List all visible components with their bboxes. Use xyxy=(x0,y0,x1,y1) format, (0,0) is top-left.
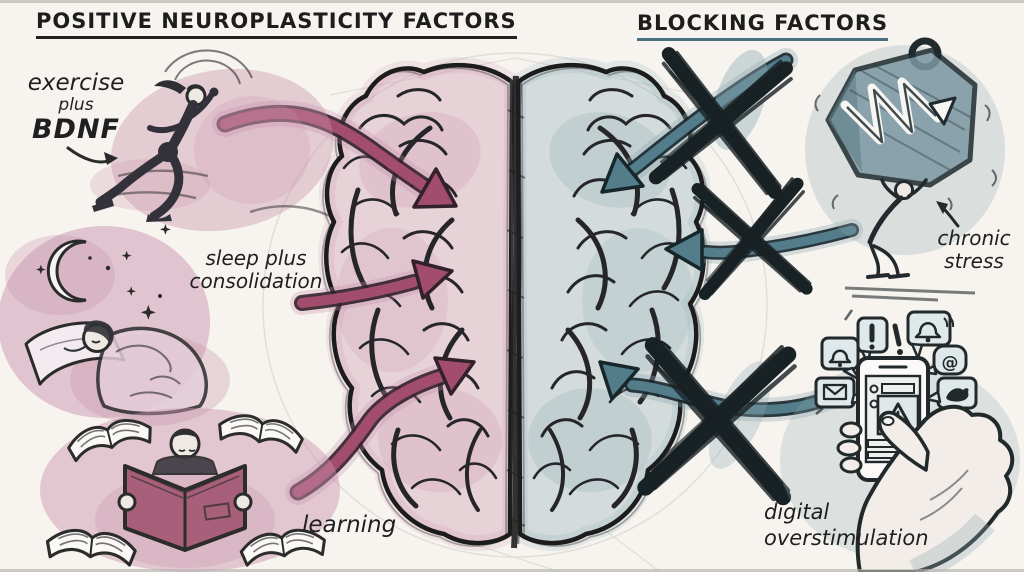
runner-illustration xyxy=(90,49,334,232)
loose-exclamation-icon xyxy=(892,323,902,347)
chronic-stress-pointer-arrow xyxy=(936,201,960,228)
reading-illustration xyxy=(40,408,340,572)
scan-edge-bottom xyxy=(0,569,1024,572)
scan-edge-top xyxy=(0,0,1024,3)
phone-illustration: @ xyxy=(780,309,1020,572)
hand xyxy=(836,404,1015,572)
sleep-illustration xyxy=(0,224,230,426)
positive-arrow-exercise xyxy=(212,100,458,209)
bell-icon xyxy=(906,310,955,360)
svg-text:@: @ xyxy=(942,353,959,373)
brain-right-hemisphere xyxy=(518,65,708,546)
page-title-positive: POSITIVE NEUROPLASTICITY FACTORS xyxy=(36,9,517,39)
blocking-arrow-top xyxy=(600,48,798,194)
crescent-moon-icon xyxy=(46,239,87,303)
brain-midline xyxy=(506,75,526,549)
page-title-blocking: BLOCKING FACTORS xyxy=(637,11,889,41)
label-chronic-stress: chronic stress xyxy=(937,226,1011,273)
jagged-arrow-icon xyxy=(840,77,957,145)
positive-arrow-learning xyxy=(285,356,476,505)
star-icons xyxy=(36,224,171,320)
positive-arrow-sleep xyxy=(290,259,454,315)
bird-icon xyxy=(924,376,978,410)
exercise-pointer-arrow xyxy=(66,146,118,165)
stress-illustration xyxy=(805,37,1005,302)
label-learning: learning xyxy=(302,512,397,538)
label-sleep: sleep plus consolidation xyxy=(189,246,323,293)
label-exercise: exercise plus BDNF xyxy=(27,70,125,146)
label-digital-overstimulation: digital overstimulation xyxy=(764,500,929,550)
